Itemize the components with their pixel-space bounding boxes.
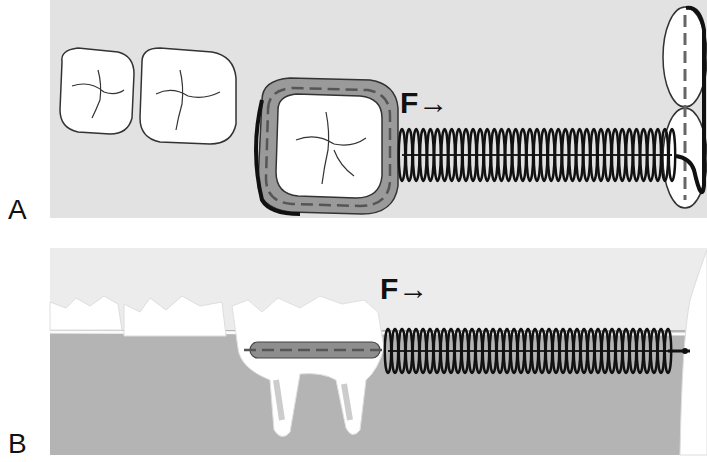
- molar: [276, 94, 382, 198]
- molar: [60, 48, 134, 134]
- coil-spring: [385, 329, 671, 373]
- force-label: F→: [400, 88, 448, 118]
- panel-b-ground: [50, 248, 707, 455]
- tooth: [124, 296, 226, 336]
- band: [258, 78, 398, 214]
- bone: [50, 330, 707, 455]
- wire-loop: [676, 8, 704, 192]
- panel-letter: B: [8, 430, 27, 458]
- force-label: F→: [380, 274, 428, 304]
- incisor: [680, 250, 707, 455]
- molar: [232, 296, 384, 437]
- molar: [140, 48, 236, 144]
- coil-spring: [399, 129, 675, 181]
- tooth: [50, 296, 122, 330]
- panel-a-ground: [50, 0, 707, 218]
- panel-letter: A: [8, 196, 27, 224]
